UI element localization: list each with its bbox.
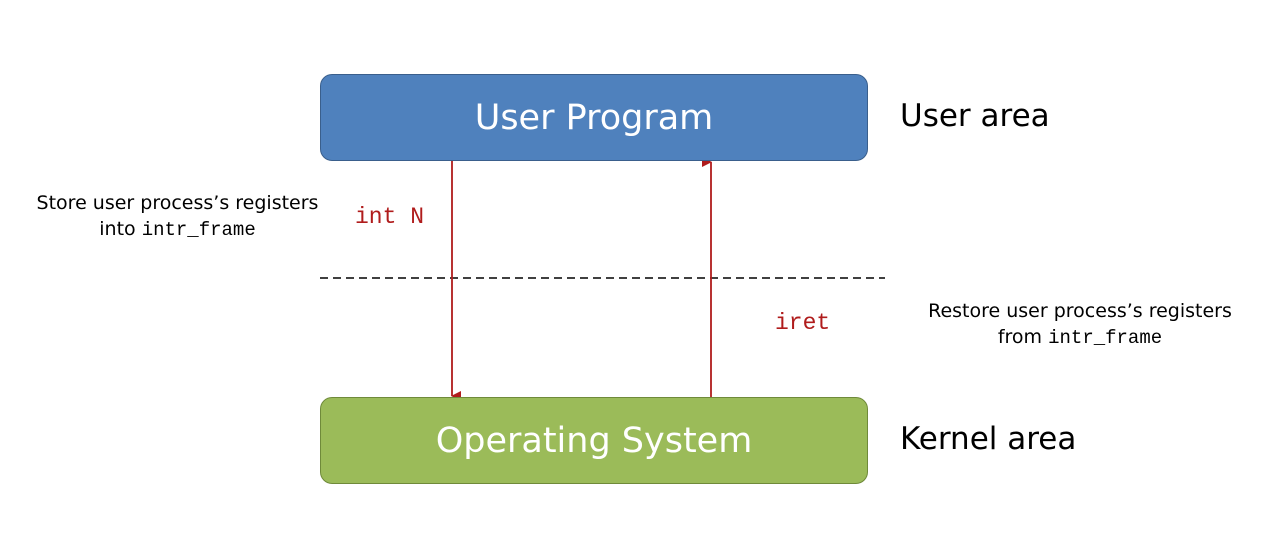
store-note-prefix: into	[99, 218, 142, 240]
restore-note-code: intr_frame	[1048, 327, 1163, 349]
restore-registers-note: Restore user process’s registers from in…	[905, 298, 1255, 351]
user-program-box: User Program	[320, 74, 868, 161]
iret-instruction: iret	[775, 310, 831, 336]
int-n-instruction: int N	[355, 204, 425, 230]
user-program-label: User Program	[474, 97, 714, 138]
store-note-code: intr_frame	[141, 219, 256, 241]
operating-system-box: Operating System	[320, 397, 868, 484]
restore-note-line2: from intr_frame	[905, 324, 1255, 351]
user-area-label: User area	[900, 98, 1050, 134]
store-registers-note: Store user process’s registers into intr…	[10, 190, 345, 243]
store-note-line1: Store user process’s registers	[36, 192, 319, 214]
restore-note-prefix: from	[997, 326, 1049, 348]
operating-system-label: Operating System	[435, 420, 753, 461]
kernel-area-label: Kernel area	[900, 421, 1077, 457]
store-note-line2: into intr_frame	[10, 216, 345, 243]
restore-note-line1: Restore user process’s registers	[928, 300, 1232, 322]
